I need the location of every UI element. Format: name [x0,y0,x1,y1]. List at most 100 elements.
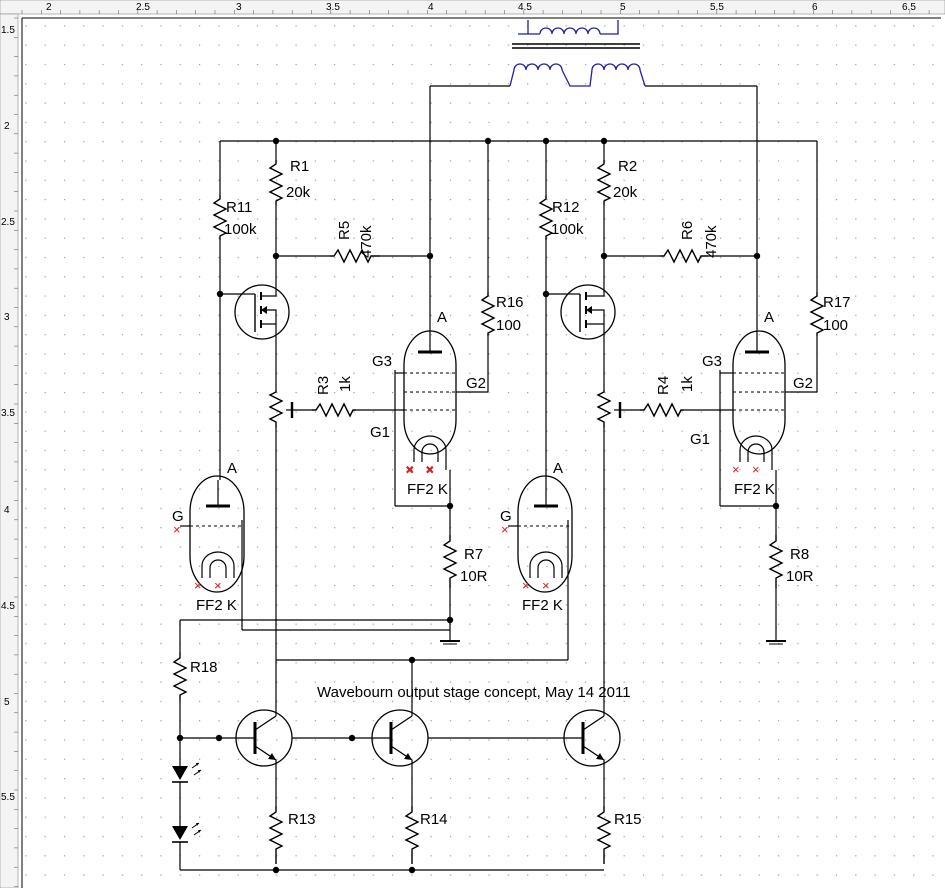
resistor-r17: R17 100 [809,292,851,336]
pentode-left-anode-label: A [437,309,447,326]
pin-x-mark: × [426,462,434,477]
pin-x-mark: × [501,522,509,537]
resistor-r2: R2 20k [596,158,638,205]
potentiometer-right [596,390,622,428]
ruler-top-label: 5.5 [710,2,724,13]
top-ruler [0,0,945,15]
resistor-r13-name: R13 [288,811,316,828]
resistor-r11-value: 100k [224,221,257,238]
ruler-top-label: 2.5 [136,2,150,13]
resistor-r5: R5 470k [330,221,380,264]
resistor-r4-name: R4 [655,376,672,395]
resistor-r15: R15 [596,806,642,864]
pentode-right-g2-label: G2 [793,375,813,392]
resistor-r14-name: R14 [420,811,448,828]
pentode-right-g3-label: G3 [702,353,722,370]
resistor-r17-value: 100 [823,317,848,334]
triode-right: × × × A G FF2 K [500,460,573,614]
pin-x-mark: × [214,578,222,593]
pin-x-mark: × [194,578,202,593]
ruler-left-label: 2.5 [1,217,15,228]
resistor-r12-name: R12 [552,199,580,216]
resistor-r1-value: 20k [286,184,311,201]
ground-symbol [766,640,786,645]
resistor-r7: R7 10R [442,535,488,588]
ruler-left-label: 3 [4,312,10,323]
ruler-top-label: 4 [428,2,434,13]
triode-left-grid-label: G [172,508,184,525]
resistor-r3-name: R3 [315,376,332,395]
resistor-r16: R16 100 [480,292,524,336]
junction-dots [176,137,780,874]
resistor-r8-name: R8 [790,546,809,563]
resistor-r11-name: R11 [226,199,252,216]
pin-x-mark: × [522,578,530,593]
resistor-r17-name: R17 [823,294,851,311]
resistor-r18: R18 [172,652,218,700]
triode-left-heater-label: FF2 K [196,597,237,614]
pentode-right-heater-label: FF2 K [734,481,775,498]
resistor-r1: R1 20k [268,158,311,205]
ruler-top-label: 6.5 [902,2,916,13]
resistor-r6-name: R6 [679,221,696,240]
bjt-q2 [370,709,429,767]
resistor-r2-name: R2 [618,158,637,175]
wires [179,85,818,871]
resistor-r16-value: 100 [496,317,521,334]
potentiometer-left [268,390,294,428]
resistor-r5-value: 470k [358,225,375,258]
triode-right-grid-label: G [500,508,512,525]
grid-dots [23,19,945,888]
resistor-r4: R4 1k [640,376,696,418]
output-transformer [509,20,646,87]
pentode-right-anode-label: A [764,309,774,326]
pentode-left-g3-label: G3 [372,353,392,370]
ruler-left-label: 4.5 [1,601,15,612]
triode-left-anode-label: A [227,460,237,477]
pentode-left-g2-label: G2 [466,375,486,392]
resistor-r14: R14 [404,806,448,864]
ruler-left-label: 5 [4,697,10,708]
pin-x-mark: × [542,578,550,593]
ruler-left-label: 3.5 [1,408,15,419]
resistor-r7-value: 10R [460,568,488,585]
ruler-top-label: 3 [236,2,242,13]
resistor-r7-name: R7 [464,546,483,563]
ground-symbol [440,640,460,645]
resistor-r12: R12 100k [538,195,584,240]
resistor-r3: R3 1k [312,376,356,418]
pentode-right-g1-label: G1 [690,431,710,448]
triode-right-heater-label: FF2 K [522,597,563,614]
pentode-left-heater-label: FF2 K [407,481,448,498]
mosfet-right [560,284,616,340]
resistor-r18-name: R18 [190,659,218,676]
resistor-r3-value: 1k [337,376,354,392]
pin-x-mark: × [173,522,181,537]
pentode-right: × × A G3 G2 G1 FF2 K [690,309,813,498]
ruler-top-label: 3.5 [326,2,340,13]
ruler-top-label: 4.5 [518,2,532,13]
bjt-q1 [235,709,293,767]
resistor-r15-name: R15 [614,811,642,828]
resistor-r1-name: R1 [290,158,309,175]
resistor-r6-value: 470k [703,225,720,258]
resistor-r6: R6 470k [660,221,720,264]
ruler-left-label: 2 [4,121,10,132]
ruler-top-label: 5 [620,2,626,13]
resistor-r13: R13 [268,806,316,864]
schematic-title: Wavebourn output stage concept, May 14 2… [317,684,631,701]
resistor-r4-value: 1k [679,376,696,392]
pin-x-mark: × [732,462,740,477]
resistor-r8-value: 10R [786,568,814,585]
ruler-left-label: 4 [4,505,10,516]
resistor-r8: R8 10R [768,535,814,588]
ruler-top-label: 2 [46,2,52,13]
led-upper [172,762,202,786]
triode-left: × × × A G FF2 K [172,460,245,614]
resistor-r11: R11 100k [212,195,257,240]
pin-x-mark: × [406,462,414,477]
triode-right-anode-label: A [553,460,563,477]
resistor-r5-name: R5 [336,221,353,240]
page-border [21,17,941,888]
